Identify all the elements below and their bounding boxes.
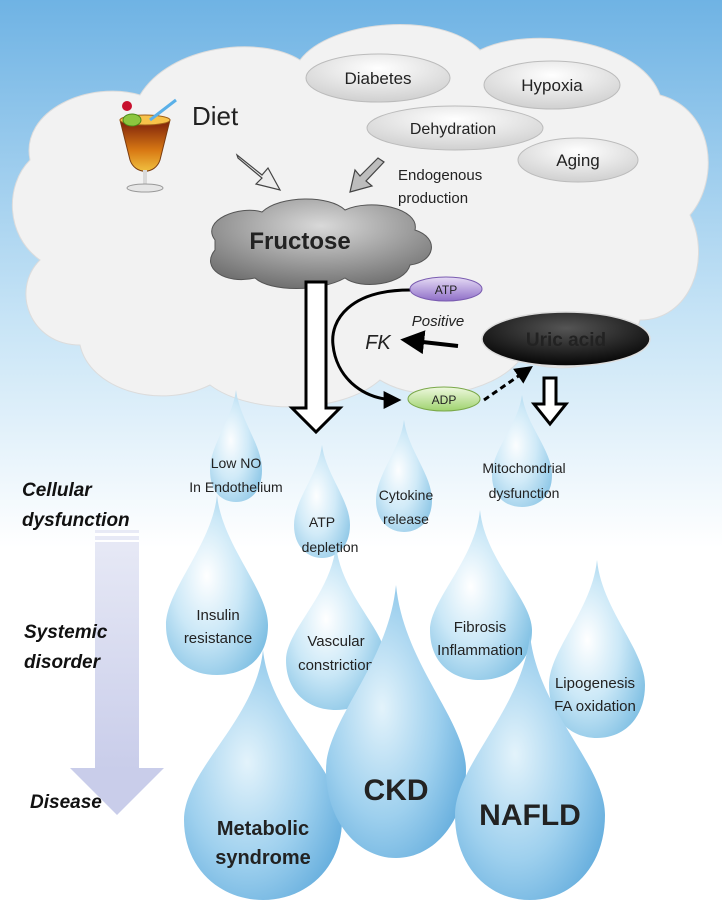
uric-acid-label: Uric acid	[526, 330, 606, 351]
diet-arrow	[235, 153, 282, 191]
atp-depletion-label-1: ATP	[309, 514, 335, 530]
dehydration-cloud: Dehydration	[366, 105, 544, 151]
lipogenesis-label: Lipogenesis	[555, 675, 635, 692]
uric-to-fk-arrow	[400, 330, 459, 355]
ckd-label: CKD	[364, 774, 429, 807]
cytokine-label: Cytokine	[379, 487, 434, 503]
mito-drop: Mitochondrial dysfunction	[482, 395, 566, 507]
nafld-drop: NAFLD	[455, 635, 605, 900]
diet-label: Diet	[192, 101, 239, 131]
fk-cycle-arc	[331, 288, 411, 409]
metabolic-syndrome-drop: Metabolic syndrome	[184, 650, 342, 900]
disorder-level-label: disorder	[24, 652, 102, 673]
atp-depletion-label-2: depletion	[302, 539, 359, 555]
release-label: release	[383, 511, 429, 527]
dysfunction-level-label: dysfunction	[22, 510, 130, 531]
low-no-label: Low NO	[211, 455, 262, 471]
low-no-drop: Low NO In Endothelium	[189, 390, 283, 502]
lipogenesis-drop: Lipogenesis FA oxidation	[549, 560, 645, 738]
mito-dysfunction-label: dysfunction	[489, 485, 560, 501]
uric-down-arrow	[530, 376, 570, 427]
hypoxia-label: Hypoxia	[521, 76, 583, 95]
cocktail-icon	[119, 98, 177, 193]
nafld-label: NAFLD	[479, 799, 581, 832]
atp-label: ATP	[435, 283, 457, 297]
ckd-drop: CKD	[326, 585, 466, 858]
uric-acid-ellipse: Uric acid	[481, 311, 651, 367]
fructose-down-arrow	[288, 280, 344, 435]
atp-pill: ATP	[409, 276, 483, 302]
endogenous-arrow	[349, 157, 385, 193]
adp-label: ADP	[432, 393, 457, 407]
disease-level-label: Disease	[30, 792, 102, 813]
mitochondrial-label: Mitochondrial	[482, 460, 565, 476]
insulin-label: Insulin	[196, 607, 239, 624]
fa-oxidation-label: FA oxidation	[554, 698, 636, 715]
fructose-label: Fructose	[249, 228, 350, 255]
cellular-level-label: Cellular	[22, 480, 93, 501]
dehydration-label: Dehydration	[410, 121, 496, 138]
vascular-drop: Vascular constriction	[286, 545, 386, 710]
insulin-drop: Insulin resistance	[166, 495, 268, 675]
vascular-label: Vascular	[307, 633, 364, 650]
fibrosis-label: Fibrosis	[454, 619, 507, 636]
in-endothelium-label: In Endothelium	[189, 479, 282, 495]
hypoxia-cloud: Hypoxia	[483, 60, 621, 110]
metabolic-label: Metabolic	[217, 818, 309, 840]
positive-label: Positive	[412, 313, 465, 330]
adp-pill: ADP	[407, 386, 481, 412]
atp-depletion-drop: ATP depletion	[294, 445, 358, 558]
fk-enzyme-label: FK	[365, 332, 392, 354]
syndrome-label: syndrome	[215, 847, 311, 869]
fructose-cloud: Fructose	[210, 198, 432, 289]
aging-cloud: Aging	[517, 137, 639, 183]
production-label: production	[398, 190, 468, 207]
endogenous-label: Endogenous	[398, 167, 482, 184]
systemic-level-label: Systemic	[24, 622, 108, 643]
progression-arrow	[70, 530, 164, 815]
constriction-label: constriction	[298, 657, 374, 674]
resistance-label: resistance	[184, 630, 252, 647]
inflammation-label: Inflammation	[437, 642, 523, 659]
diabetes-label: Diabetes	[344, 69, 411, 88]
fibrosis-drop: Fibrosis Inflammation	[430, 510, 532, 680]
aging-label: Aging	[556, 151, 599, 170]
cytokine-drop: Cytokine release	[376, 420, 433, 532]
diabetes-cloud: Diabetes	[305, 53, 451, 103]
